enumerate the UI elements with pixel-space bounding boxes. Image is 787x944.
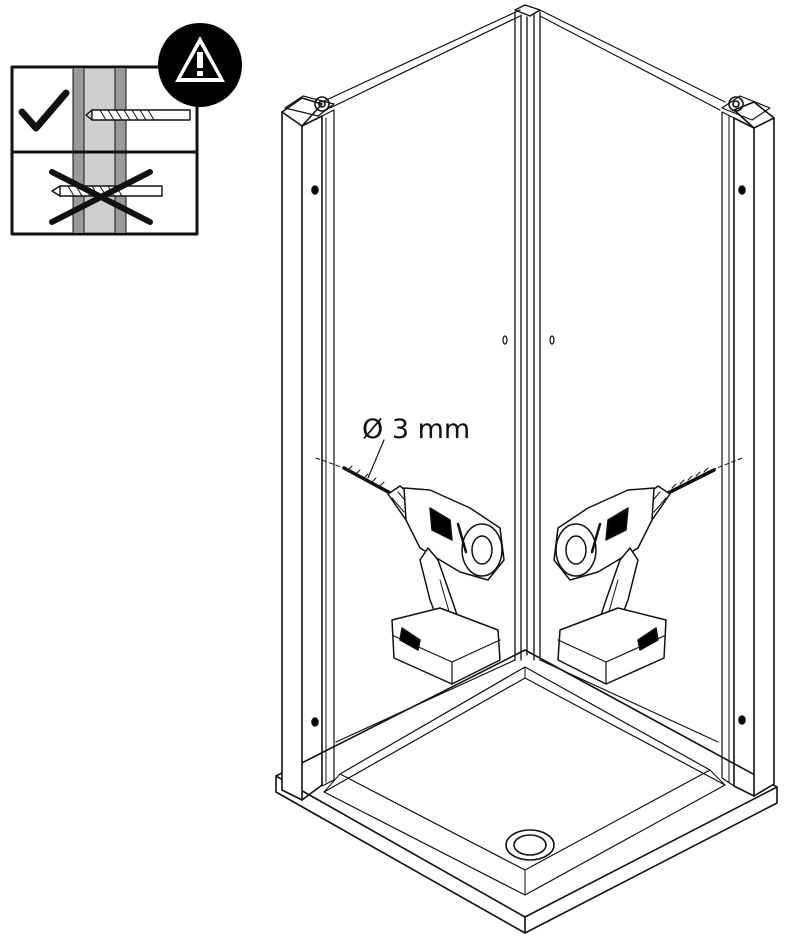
checkmark-icon (18, 89, 70, 132)
center-corner-profile (514, 11, 541, 661)
shower-tray (275, 649, 778, 934)
warning-triangle-icon (158, 23, 242, 107)
drill-axis-right (711, 457, 743, 471)
drill-axis-left (315, 457, 345, 469)
screw-hole (738, 185, 746, 195)
left-wall-profile (281, 95, 335, 801)
screw-hole (738, 715, 746, 725)
drilling-warning-inset (10, 23, 242, 236)
cordless-drill-icon (553, 467, 716, 685)
screw-hole (311, 185, 319, 195)
cross-icon (49, 169, 153, 225)
drain (505, 829, 555, 861)
dimension-leader (367, 439, 385, 479)
drill-diameter-label: Ø 3 mm (362, 414, 470, 445)
cordless-drill-icon (342, 465, 505, 685)
right-wall-profile (721, 95, 775, 797)
glass-panels (321, 4, 726, 743)
screw-hole (311, 717, 319, 727)
drill-bit-correct (85, 109, 191, 121)
